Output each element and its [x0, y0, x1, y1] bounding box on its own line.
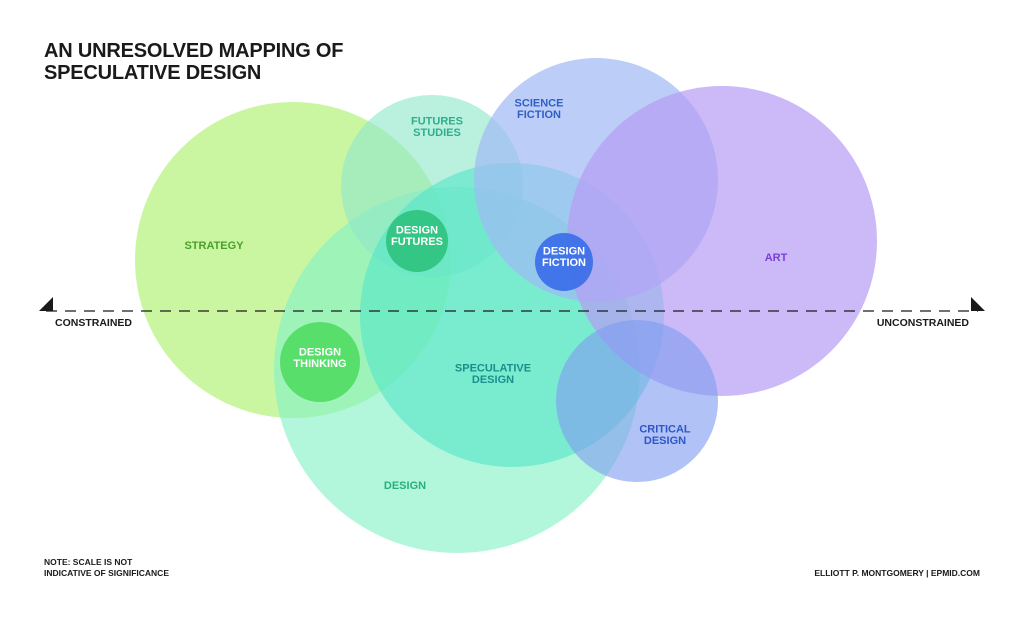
- label-line: FUTURES: [411, 115, 463, 127]
- axis-left-marker-icon: [39, 297, 53, 311]
- circle-design-futures: [386, 210, 448, 272]
- circle-design-thinking: [280, 322, 360, 402]
- author-credit: ELLIOTT P. MONTGOMERY | EPMID.COM: [814, 568, 980, 578]
- label-line: DESIGN: [472, 374, 514, 386]
- label-line: DESIGN: [543, 245, 585, 257]
- label-line: THINKING: [293, 358, 346, 370]
- axis-right-label: UNCONSTRAINED: [877, 317, 970, 329]
- note-line-2: INDICATIVE OF SIGNIFICANCE: [44, 568, 169, 578]
- label-line: STUDIES: [413, 127, 461, 139]
- label-line: DESIGN: [644, 435, 686, 447]
- title-line-1: AN UNRESOLVED MAPPING OF: [44, 40, 344, 62]
- label-line: SCIENCE: [515, 97, 564, 109]
- label-line: ART: [765, 252, 788, 264]
- label-line: FUTURES: [391, 236, 443, 248]
- label-line: SPECULATIVE: [455, 362, 531, 374]
- title-line-2: SPECULATIVE DESIGN: [44, 62, 262, 84]
- label-line: DESIGN: [299, 346, 341, 358]
- label-line: STRATEGY: [184, 240, 244, 252]
- axis-right-marker-icon: [971, 297, 985, 311]
- note-line-1: NOTE: SCALE IS NOT: [44, 557, 133, 567]
- label-line: FICTION: [542, 257, 586, 269]
- label-line: DESIGN: [396, 224, 438, 236]
- axis-left-label: CONSTRAINED: [55, 317, 132, 329]
- circle-art: [567, 86, 877, 396]
- label-line: DESIGN: [384, 480, 426, 492]
- circle-design-fiction: [535, 233, 593, 291]
- label-art: ART: [765, 252, 788, 264]
- circle-critical-design: [556, 320, 718, 482]
- scale-note: NOTE: SCALE IS NOT INDICATIVE OF SIGNIFI…: [44, 557, 169, 579]
- page-title: AN UNRESOLVED MAPPING OF SPECULATIVE DES…: [44, 40, 343, 84]
- label-design: DESIGN: [384, 480, 426, 492]
- label-line: FICTION: [517, 109, 561, 121]
- label-line: CRITICAL: [639, 423, 691, 435]
- label-strategy: STRATEGY: [184, 240, 244, 252]
